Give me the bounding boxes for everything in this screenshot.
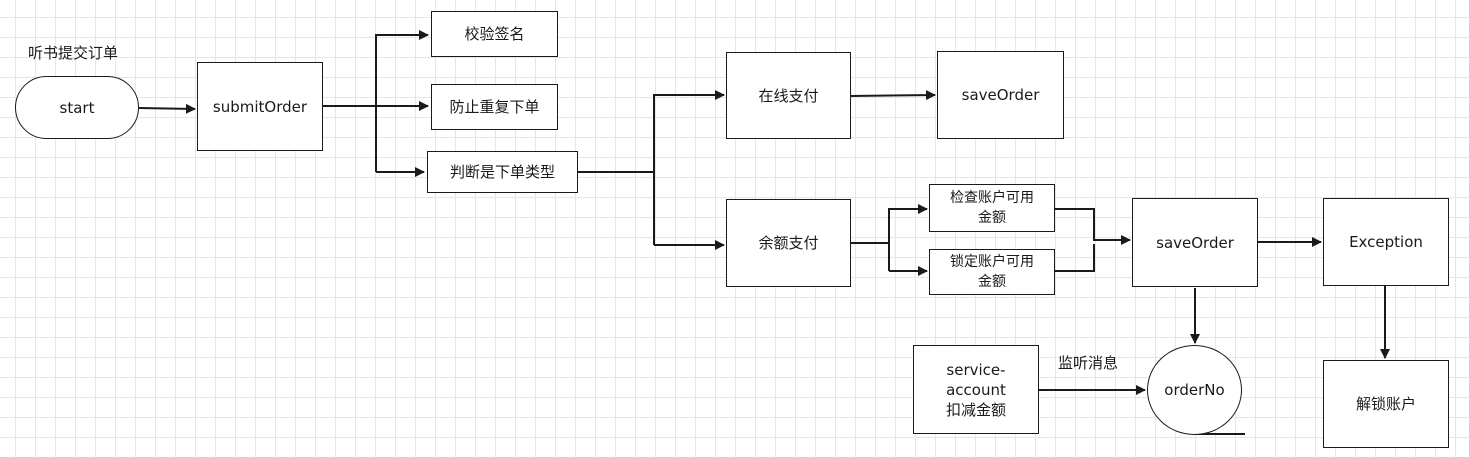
- submit-order-label: submitOrder: [212, 97, 308, 116]
- unlock-account-label: 解锁账户: [1355, 395, 1416, 413]
- save-order-node-1: saveOrder: [937, 51, 1064, 139]
- exception-label: Exception: [1349, 233, 1423, 251]
- judge-type-node: 判断是下单类型: [427, 151, 578, 193]
- edge-lock-save2: [1055, 244, 1095, 272]
- edge-balance-check: [888, 204, 928, 271]
- edge-online-save: [850, 90, 936, 101]
- check-account-label-2: 金额: [978, 210, 1006, 226]
- listen-label: 监听消息: [1058, 354, 1119, 372]
- exception-node: Exception: [1323, 198, 1449, 286]
- online-pay-label: 在线支付: [758, 86, 819, 105]
- unlock-account-node: 解锁账户: [1323, 360, 1449, 448]
- edge-judge-online: [653, 90, 725, 245]
- title-label: 听书提交订单: [28, 44, 119, 62]
- service-account-label-1: service-: [946, 360, 1006, 379]
- balance-pay-node: 余额支付: [726, 199, 851, 287]
- service-account-node: service- account 扣减金额: [913, 345, 1039, 434]
- check-account-node: 检查账户可用 金额: [929, 184, 1055, 232]
- verify-sign-node: 校验签名: [431, 11, 558, 57]
- online-pay-node: 在线支付: [726, 52, 851, 139]
- judge-type-label: 判断是下单类型: [449, 163, 555, 181]
- save-order-node-2: saveOrder: [1132, 198, 1258, 287]
- lock-account-label-1: 锁定账户可用: [950, 254, 1034, 270]
- service-account-label-3: 扣减金额: [945, 400, 1006, 419]
- save-order-label-2: saveOrder: [1156, 233, 1234, 252]
- prevent-duplicate-label: 防止重复下单: [449, 98, 540, 116]
- order-no-label: orderNo: [1164, 381, 1225, 399]
- submit-order-node: submitOrder: [197, 62, 323, 151]
- prevent-duplicate-node: 防止重复下单: [431, 84, 558, 130]
- edge-submit-verify: [375, 30, 429, 172]
- lock-account-node: 锁定账户可用 金额: [929, 249, 1055, 295]
- edge-start-submit: [138, 103, 196, 114]
- lock-account-label-2: 金额: [978, 274, 1006, 290]
- balance-pay-label: 余额支付: [758, 234, 819, 252]
- check-account-label-1: 检查账户可用: [950, 190, 1034, 206]
- start-node: start: [15, 76, 139, 139]
- save-order-label-1: saveOrder: [961, 86, 1040, 104]
- order-no-node: orderNo: [1147, 345, 1242, 435]
- start-label: start: [59, 98, 95, 117]
- edge-check-save2: [1055, 208, 1131, 245]
- verify-sign-label: 校验签名: [464, 25, 525, 43]
- service-account-label-2: account: [946, 380, 1006, 399]
